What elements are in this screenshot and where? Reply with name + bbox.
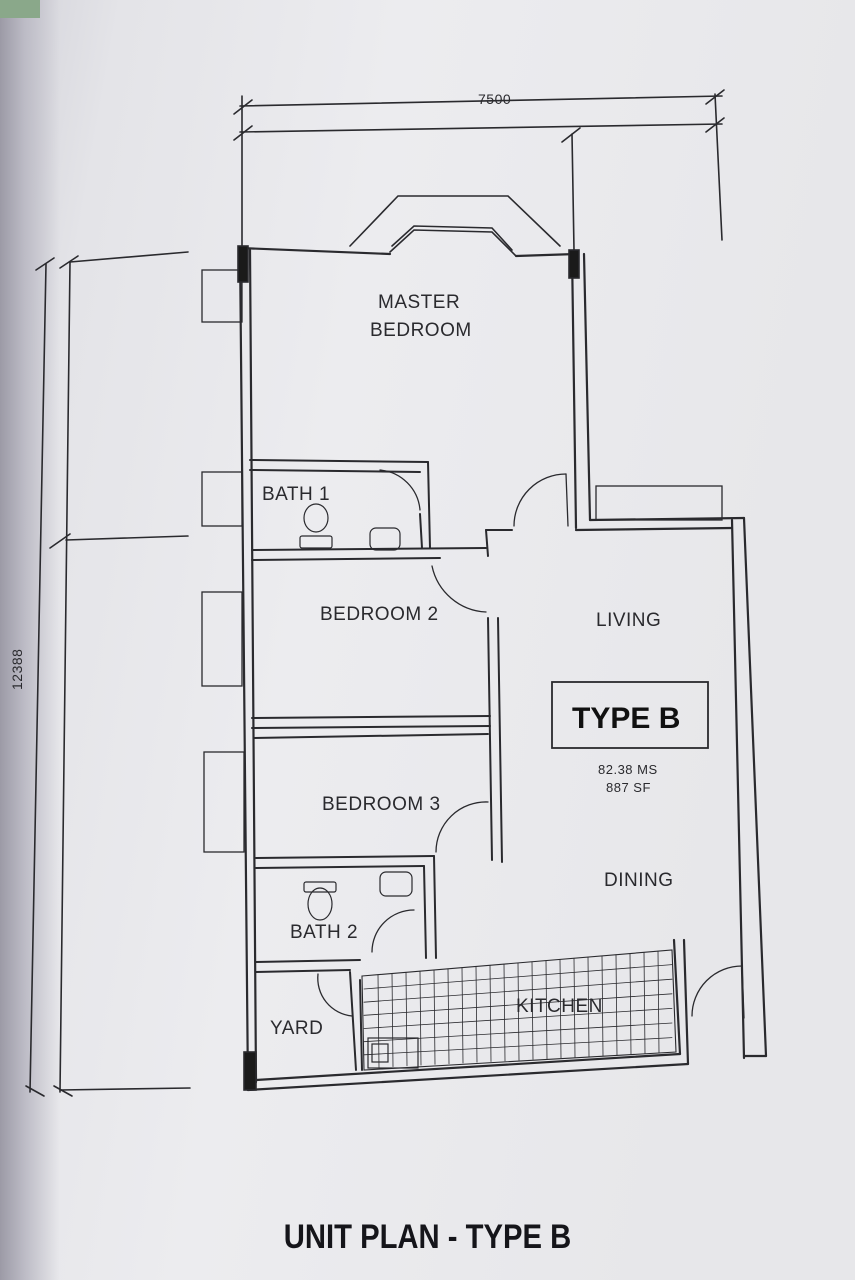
width-dimension-label: 7500: [478, 91, 511, 107]
living-label: LIVING: [596, 610, 661, 631]
left-window-boxes: [201, 269, 245, 853]
balcony-ledge: [595, 485, 723, 521]
unit-type-label: TYPE B: [572, 702, 680, 735]
bay-window: [349, 195, 561, 257]
wall-column: [243, 1051, 257, 1091]
bath2-fixtures: [303, 871, 413, 921]
master-bedroom-label-line2: BEDROOM: [370, 320, 472, 341]
master-bedroom-label: MASTER: [378, 292, 460, 313]
width-dimension: [233, 89, 725, 251]
bath2-label: BATH 2: [290, 922, 358, 943]
area-square-meters: 82.38 MS: [598, 762, 658, 777]
type-label-box: [551, 681, 709, 749]
floor-plan: 7500 12388 MASTER BEDROOM BATH 1 BEDROOM…: [9, 89, 768, 1097]
kitchen-tile-grid: [363, 950, 673, 1068]
depth-dimension: [25, 251, 191, 1097]
plan-caption: UNIT PLAN - TYPE B: [283, 1218, 572, 1256]
bedroom2-label: BEDROOM 2: [320, 604, 439, 625]
yard-label: YARD: [270, 1018, 323, 1039]
kitchen-sink: [367, 1037, 419, 1069]
area-square-feet: 887 SF: [606, 780, 651, 795]
kitchen-label: KITCHEN: [516, 996, 603, 1017]
interior-walls: [249, 459, 513, 1071]
exterior-walls: [238, 246, 768, 1092]
door-swings: [317, 469, 745, 1019]
depth-dimension-label: 12388: [9, 649, 25, 690]
kitchen-counter: [361, 949, 677, 1071]
wall-column: [568, 249, 580, 279]
corner-tab: [0, 0, 40, 18]
dining-label: DINING: [604, 870, 674, 891]
bedroom3-label: BEDROOM 3: [322, 794, 441, 815]
wall-column: [237, 245, 249, 283]
bath1-label: BATH 1: [262, 484, 330, 505]
bath1-fixtures: [299, 503, 401, 551]
